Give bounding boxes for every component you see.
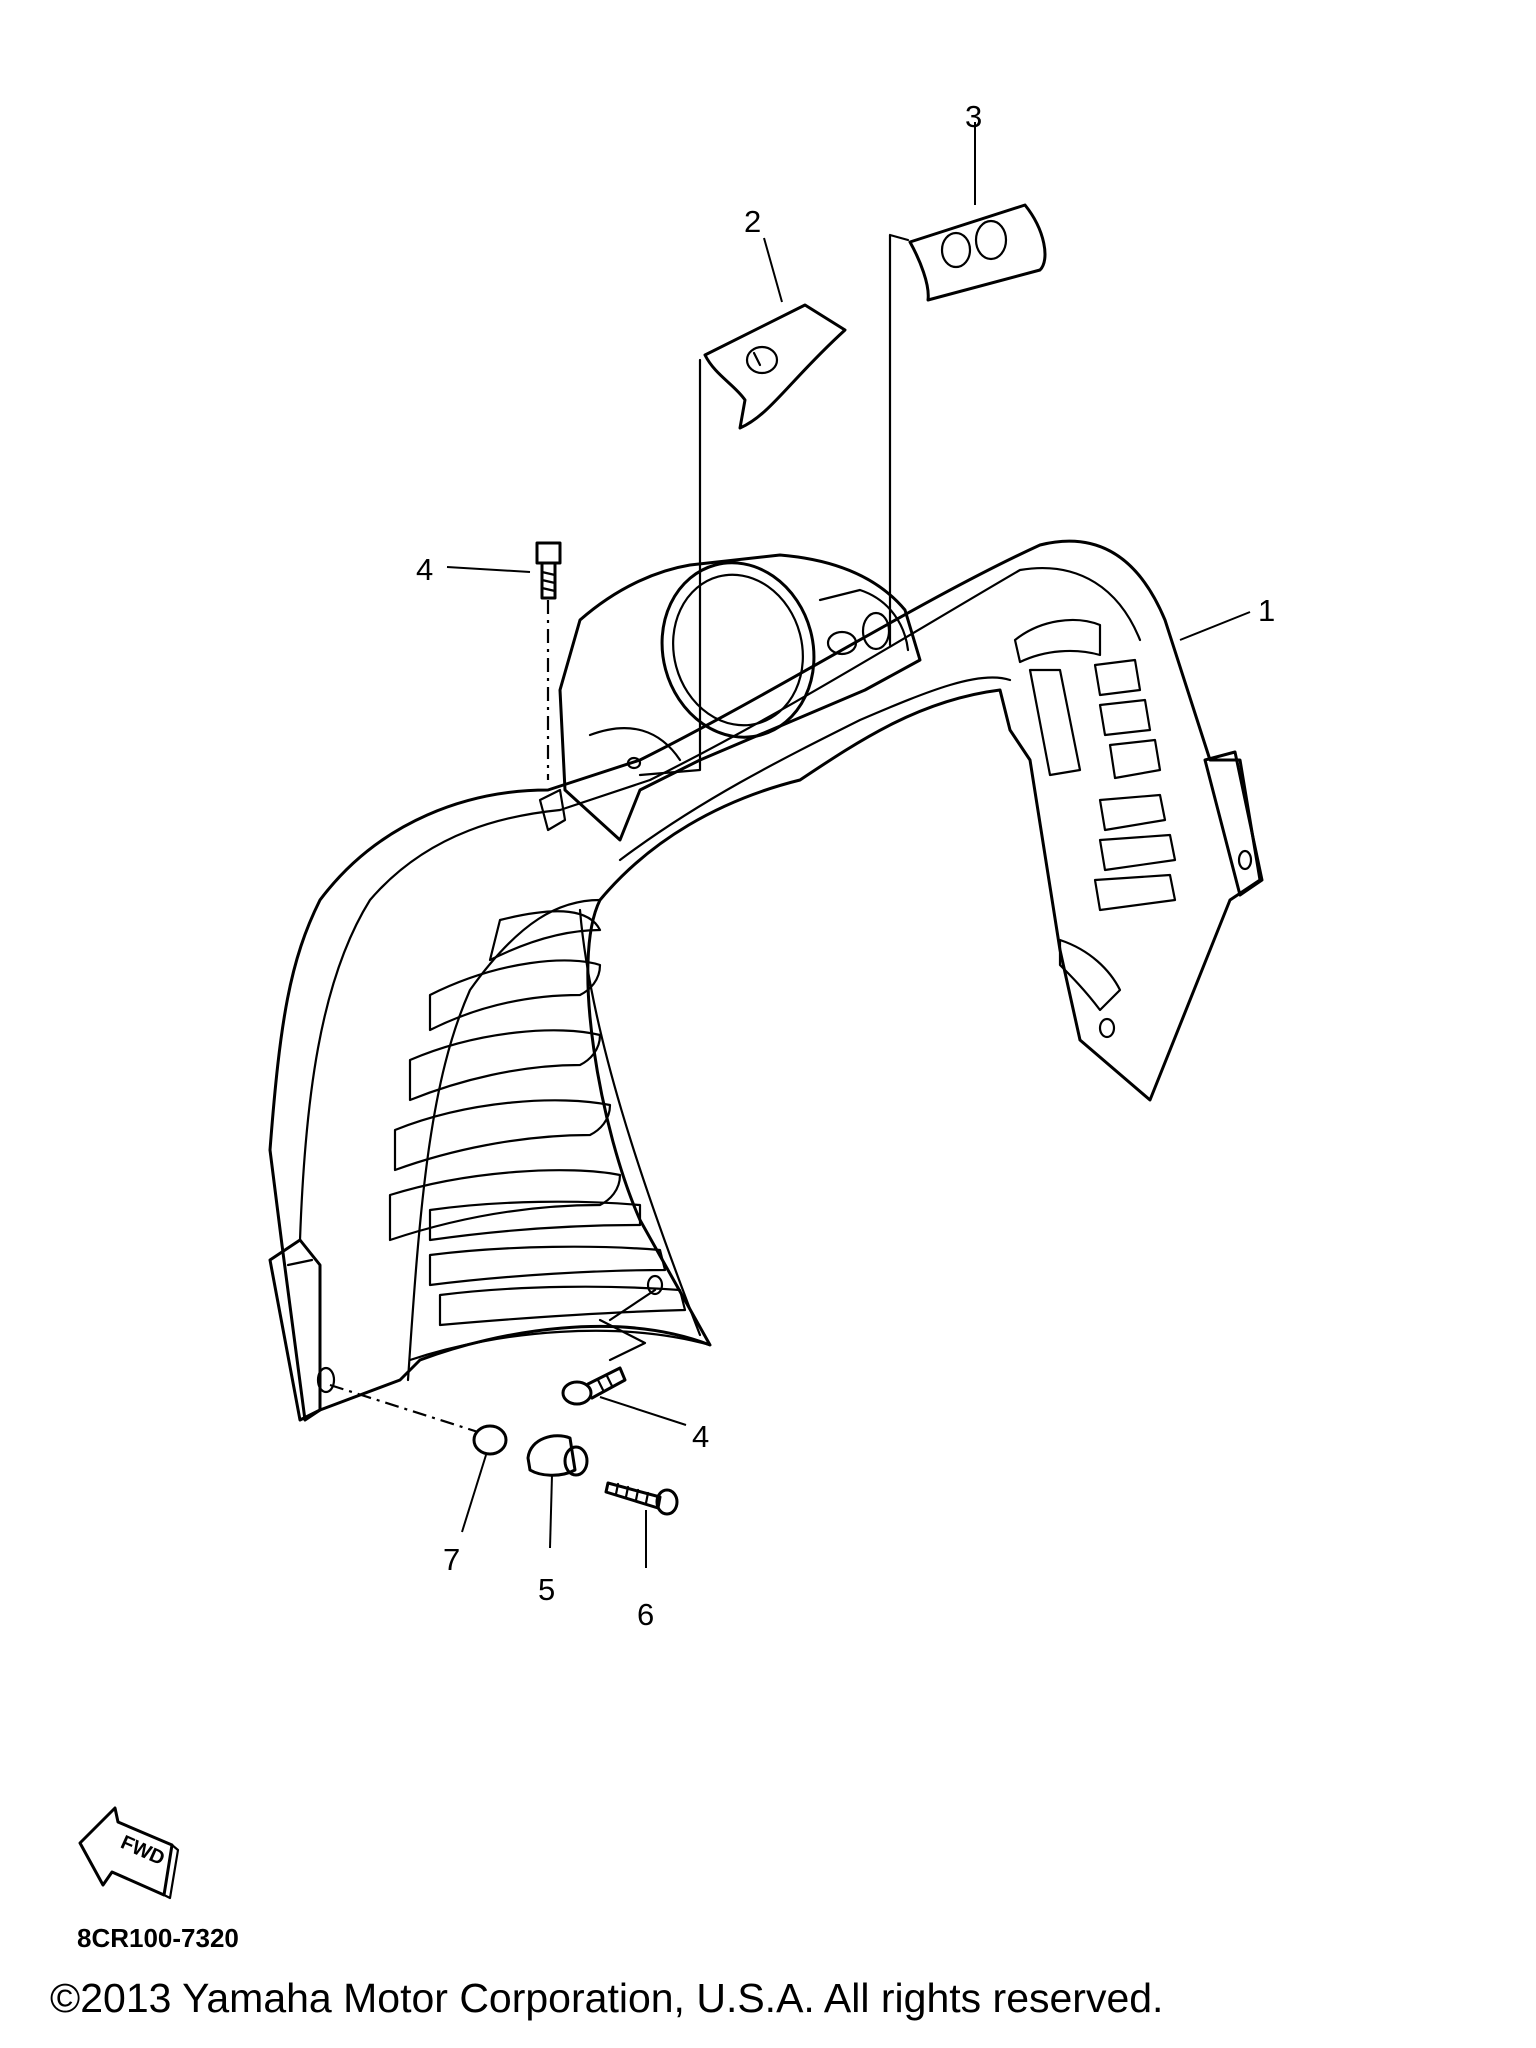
callout-2: 2 xyxy=(744,204,761,239)
bolt-part-6 xyxy=(604,1481,679,1516)
grommet-part-5 xyxy=(526,1434,589,1477)
inner-panel-part-1 xyxy=(268,539,1264,1422)
callout-6: 6 xyxy=(637,1597,654,1632)
leader-lines xyxy=(446,122,1251,1568)
forward-arrow-icon: FWD xyxy=(78,1806,180,1900)
assembly-lines xyxy=(329,233,910,1434)
callout-7: 7 xyxy=(443,1542,460,1577)
fwd-label: FWD xyxy=(117,1831,168,1870)
callout-4-lower: 4 xyxy=(692,1419,709,1454)
callout-4-upper: 4 xyxy=(416,552,433,587)
callout-3: 3 xyxy=(965,99,982,134)
copyright-notice: ©2013 Yamaha Motor Corporation, U.S.A. A… xyxy=(50,1975,1163,2021)
washer-part-7 xyxy=(472,1424,508,1456)
diagram-code: 8CR100-7320 xyxy=(77,1923,239,1953)
callout-1: 1 xyxy=(1258,593,1275,628)
screw-part-4-lower xyxy=(561,1366,627,1406)
plate-part-2 xyxy=(703,303,847,430)
plate-part-3 xyxy=(908,203,1047,302)
callout-5: 5 xyxy=(538,1572,555,1607)
screw-part-4-upper xyxy=(535,541,562,600)
